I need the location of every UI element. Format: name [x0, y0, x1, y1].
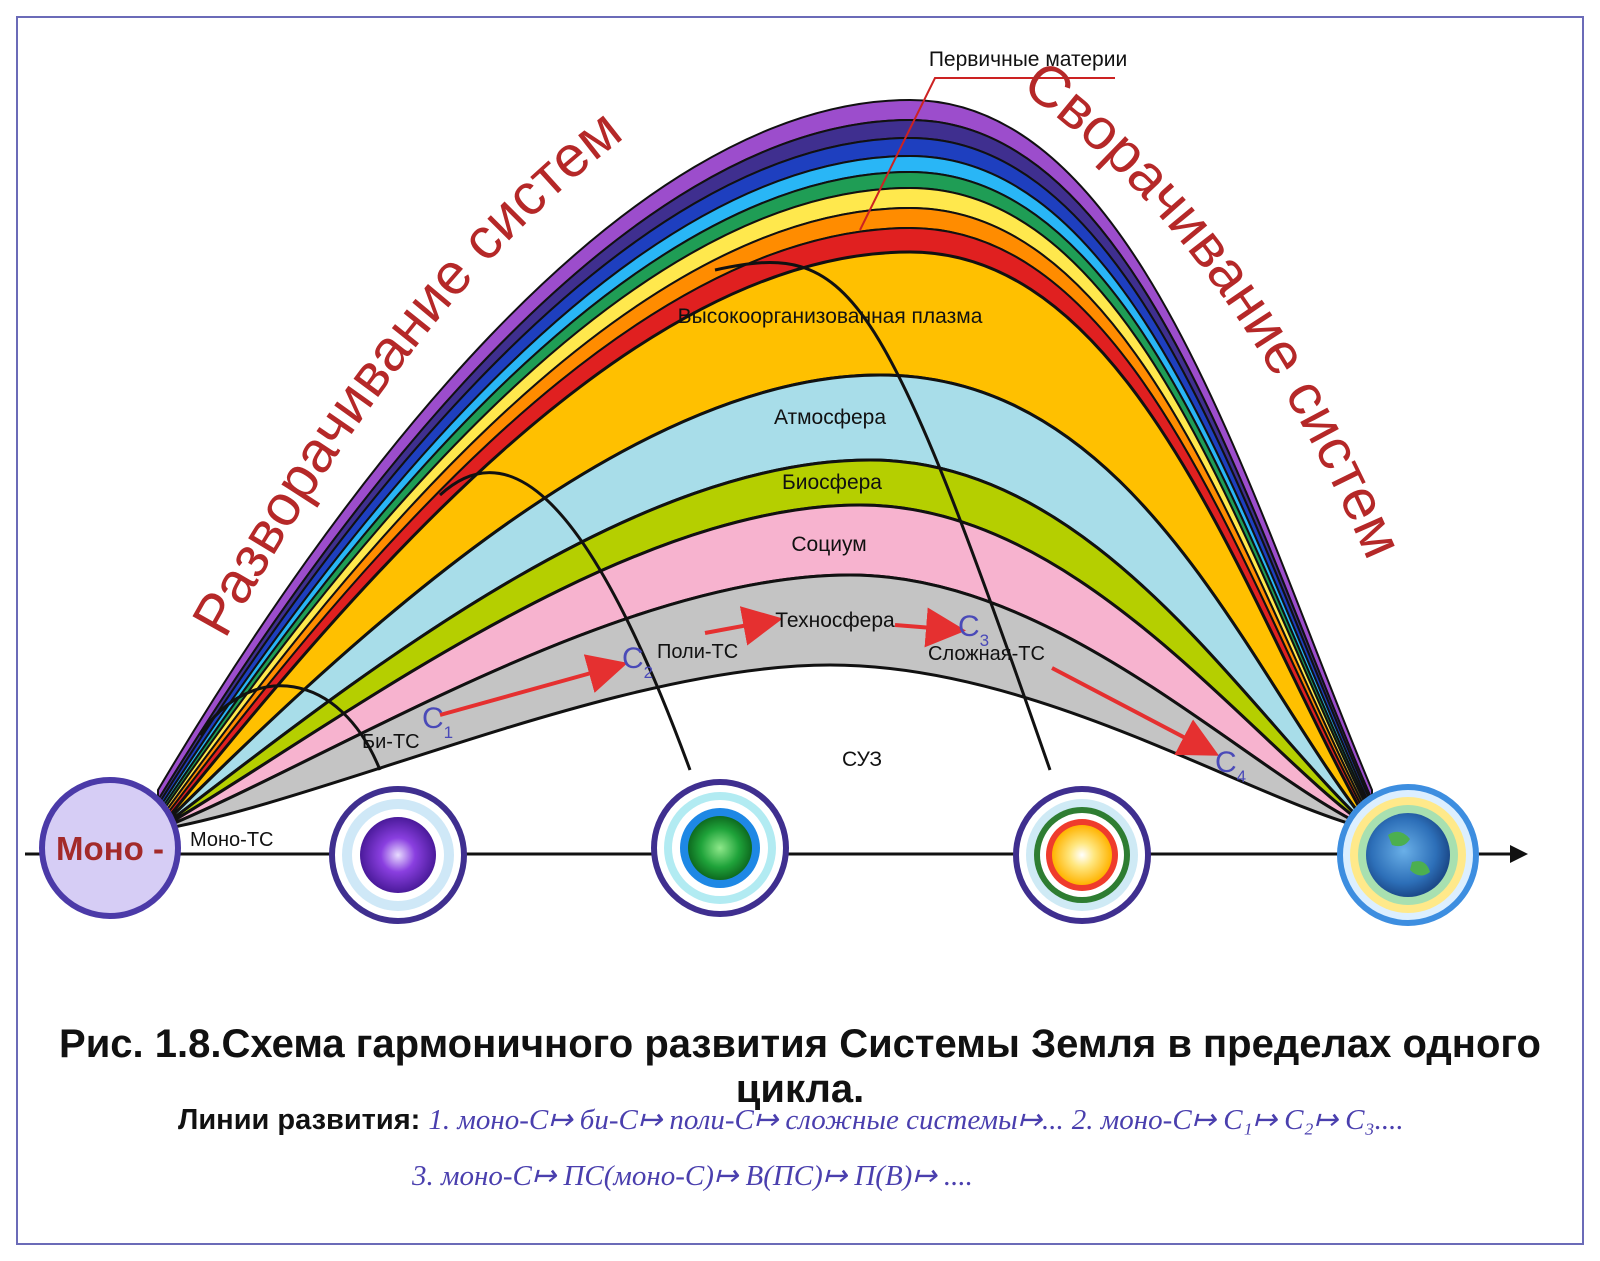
c4-label: C4: [1215, 746, 1246, 786]
arrow-techno-c3: [894, 607, 966, 648]
loop-poly: [438, 471, 692, 771]
bi-ts-label: Би-ТС: [362, 731, 420, 753]
loop-bi: [198, 684, 382, 771]
plasma-label: Высокоорганизованная плазма: [678, 305, 983, 328]
c2-label: C2: [622, 642, 653, 682]
mono-ts-label: Моно-ТС: [190, 829, 274, 851]
development-lines-row-1: Линии развития: 1. моно-С↦ би-С↦ поли-С↦…: [178, 1102, 1404, 1137]
mono-label: Моно -: [56, 830, 164, 867]
c3-label: C3: [958, 610, 989, 650]
flow-arrows: [439, 606, 1220, 756]
complex-ts-label: Сложная-ТС: [928, 643, 1045, 665]
technosphere-label: Техносфера: [775, 609, 895, 632]
figure-frame: [16, 16, 1584, 1245]
node-poly: [651, 779, 789, 917]
c1-label: C1: [422, 702, 453, 742]
development-line-3: 3. моно-С↦ ПС(моно-С)↦ В(ПС)↦ П(В)↦ ....: [412, 1160, 973, 1192]
biosphere-label: Биосфера: [782, 471, 882, 494]
primary-matter-pointer: [859, 77, 1115, 231]
node-bi: [329, 786, 467, 924]
loop-complex: [714, 261, 1052, 771]
atmosphere-label: Атмосфера: [774, 406, 886, 429]
arrow-poly-techno: [704, 606, 783, 646]
socium-label: Социум: [791, 533, 866, 556]
development-line-1: 1. моно-С↦ би-С↦ поли-С↦ сложные системы…: [428, 1104, 1064, 1136]
development-line-2: 2. моно-С↦ С₁↦ С₂↦ С₃....: [1071, 1104, 1404, 1136]
arrow-complex-c4: [1051, 666, 1220, 756]
poly-ts-label: Поли-ТС: [657, 641, 738, 663]
development-loops: [198, 261, 1052, 771]
development-lines-label: Линии развития:: [178, 1104, 421, 1136]
center-label: СУЗ: [842, 748, 882, 771]
node-earth: [1337, 784, 1479, 926]
development-lines-row-2: 3. моно-С↦ ПС(моно-С)↦ В(ПС)↦ П(В)↦ ....: [412, 1158, 973, 1193]
earth-system-diagram: Разворачивание систем Сворачивание систе…: [25, 48, 1528, 926]
node-mono: [39, 777, 181, 919]
arrow-c1-c2: [439, 654, 628, 717]
primary-matter-label: Первичные материи: [929, 48, 1127, 71]
figure-caption: Рис. 1.8.Схема гармоничного развития Сис…: [59, 1022, 1541, 1111]
node-complex: [1013, 786, 1151, 924]
